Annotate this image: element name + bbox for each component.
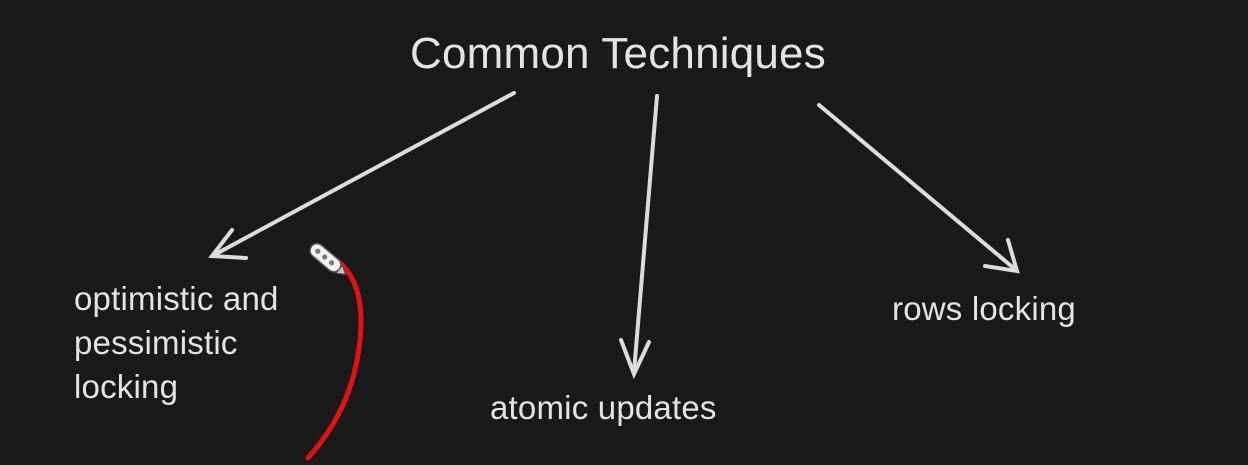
arrow-left — [208, 91, 516, 260]
pen-cursor-icon — [309, 242, 347, 276]
node-optimistic-pessimistic-locking: optimistic and pessimistic locking — [74, 280, 279, 405]
node-atomic-updates: atomic updates — [490, 389, 717, 426]
arrow-center — [619, 94, 659, 380]
diagram-title: Common Techniques — [410, 29, 826, 78]
arrow-right — [817, 103, 1020, 274]
node-rows-locking: rows locking — [892, 290, 1076, 327]
annotation-stroke — [305, 253, 364, 461]
